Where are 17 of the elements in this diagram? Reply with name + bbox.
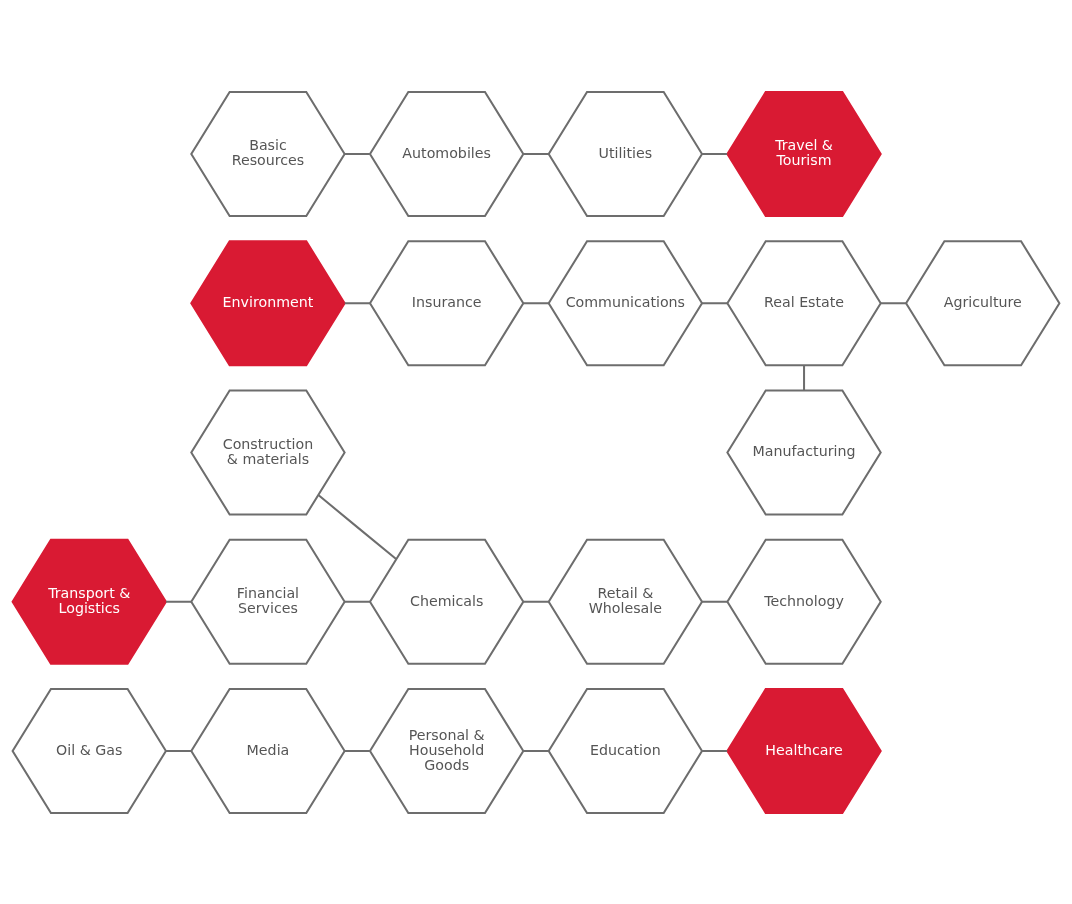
connector [880,301,906,304]
connector [702,600,728,603]
connector [702,152,728,155]
connector [166,749,192,752]
connector [523,152,549,155]
connector [344,749,370,752]
connector [523,600,549,603]
connector [702,301,728,304]
connector [344,600,370,603]
connector [344,152,370,155]
connector [803,364,806,390]
connector [523,749,549,752]
connector [166,600,192,603]
connector [344,301,370,304]
connector [318,494,397,560]
connector [702,749,728,752]
connector [523,301,549,304]
